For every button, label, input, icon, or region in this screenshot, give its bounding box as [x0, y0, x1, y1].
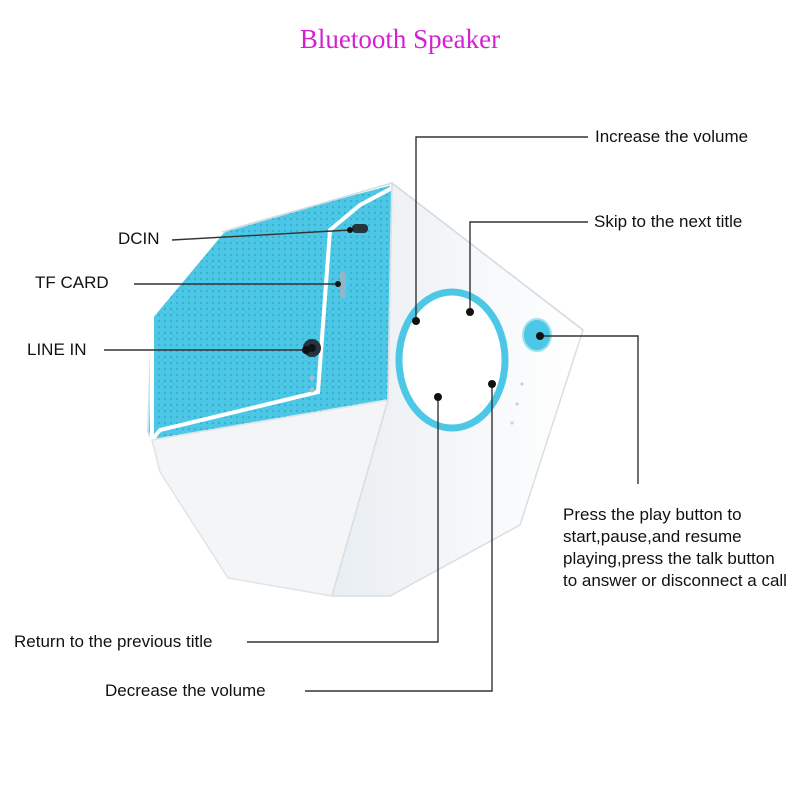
leader-dcin [171, 229, 351, 241]
label-volume-down: Decrease the volume [105, 681, 266, 700]
dcin-port [352, 224, 368, 233]
label-next-title: Skip to the next title [594, 212, 743, 231]
control-ring [395, 288, 509, 432]
label-volume-up: Increase the volume [595, 127, 749, 146]
leader-prev-title [247, 398, 439, 643]
label-line-in: LINE IN [27, 340, 87, 359]
label-play-note: Press the play button to start,pause,and… [563, 505, 787, 590]
tf-card-slot [340, 272, 346, 298]
callout-dots [302, 227, 544, 401]
leader-volume-down [305, 385, 493, 692]
speaker-body [146, 180, 584, 597]
label-dcin: DCIN [118, 229, 160, 248]
callout-lines [104, 136, 639, 692]
label-prev-title: Return to the previous title [14, 632, 213, 651]
label-tf-card: TF CARD [35, 273, 109, 292]
leader-volume-up [415, 136, 588, 320]
leader-play [540, 335, 639, 484]
bottom-face [151, 399, 390, 597]
leader-next-title [469, 221, 588, 311]
page-title: Bluetooth Speaker [299, 24, 501, 54]
